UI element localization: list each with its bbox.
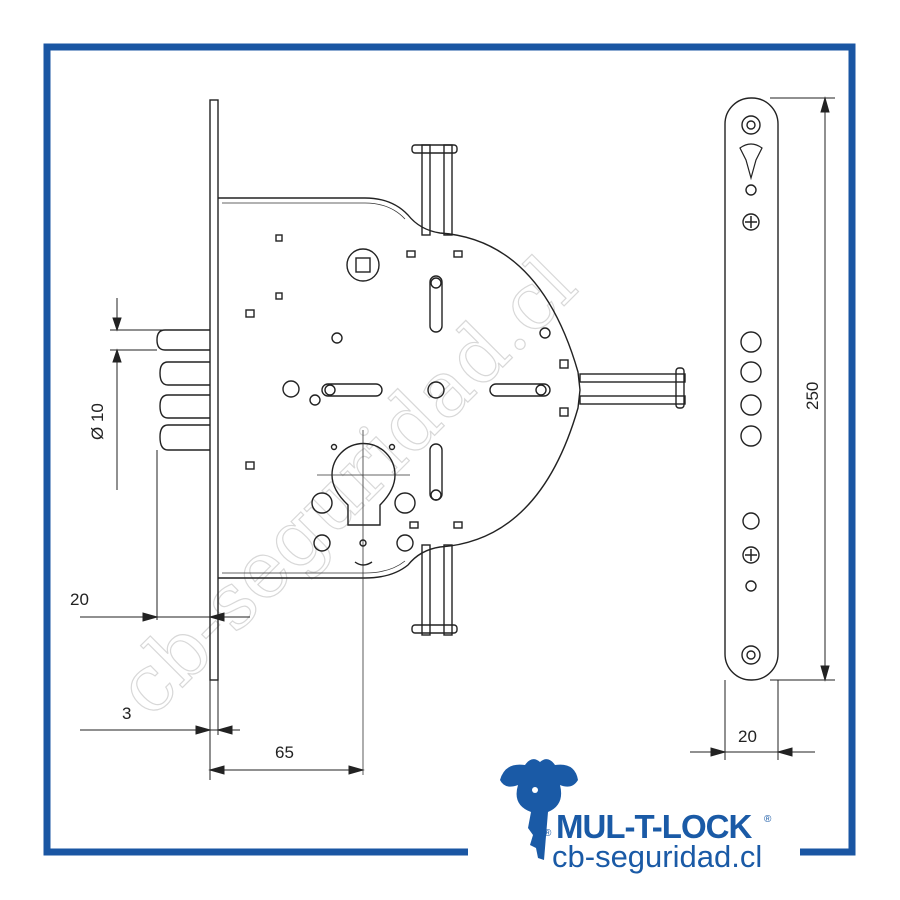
dim-faceplate-thickness: 3: [122, 704, 131, 723]
registered-mark: ®: [544, 828, 552, 839]
dim-strike-height: 250: [803, 382, 822, 410]
vertical-rods: [411, 144, 686, 636]
dim-backset: 65: [275, 743, 294, 762]
brand-name: MUL-T-LOCK: [556, 808, 752, 845]
blue-frame: [43, 43, 856, 856]
registered-mark-2: ®: [764, 814, 772, 825]
strike-plate: [724, 97, 779, 681]
bolts: [156, 329, 210, 451]
faceplate: [209, 99, 219, 681]
watermark: cb-seguridad.cl: [100, 240, 594, 734]
lock-body: [218, 197, 581, 775]
key-logo-icon: [500, 759, 578, 860]
mul-t-lock-logo: ® MUL-T-LOCK ® cb-seguridad.cl: [500, 759, 772, 874]
multlock-mini-logo-icon: [739, 143, 763, 181]
dimension-lines: [80, 96, 835, 780]
dim-bolt-projection: 20: [70, 590, 89, 609]
dim-strike-width: 20: [738, 727, 757, 746]
dim-bolt-diameter: Ø 10: [88, 403, 107, 440]
website: cb-seguridad.cl: [552, 839, 762, 874]
